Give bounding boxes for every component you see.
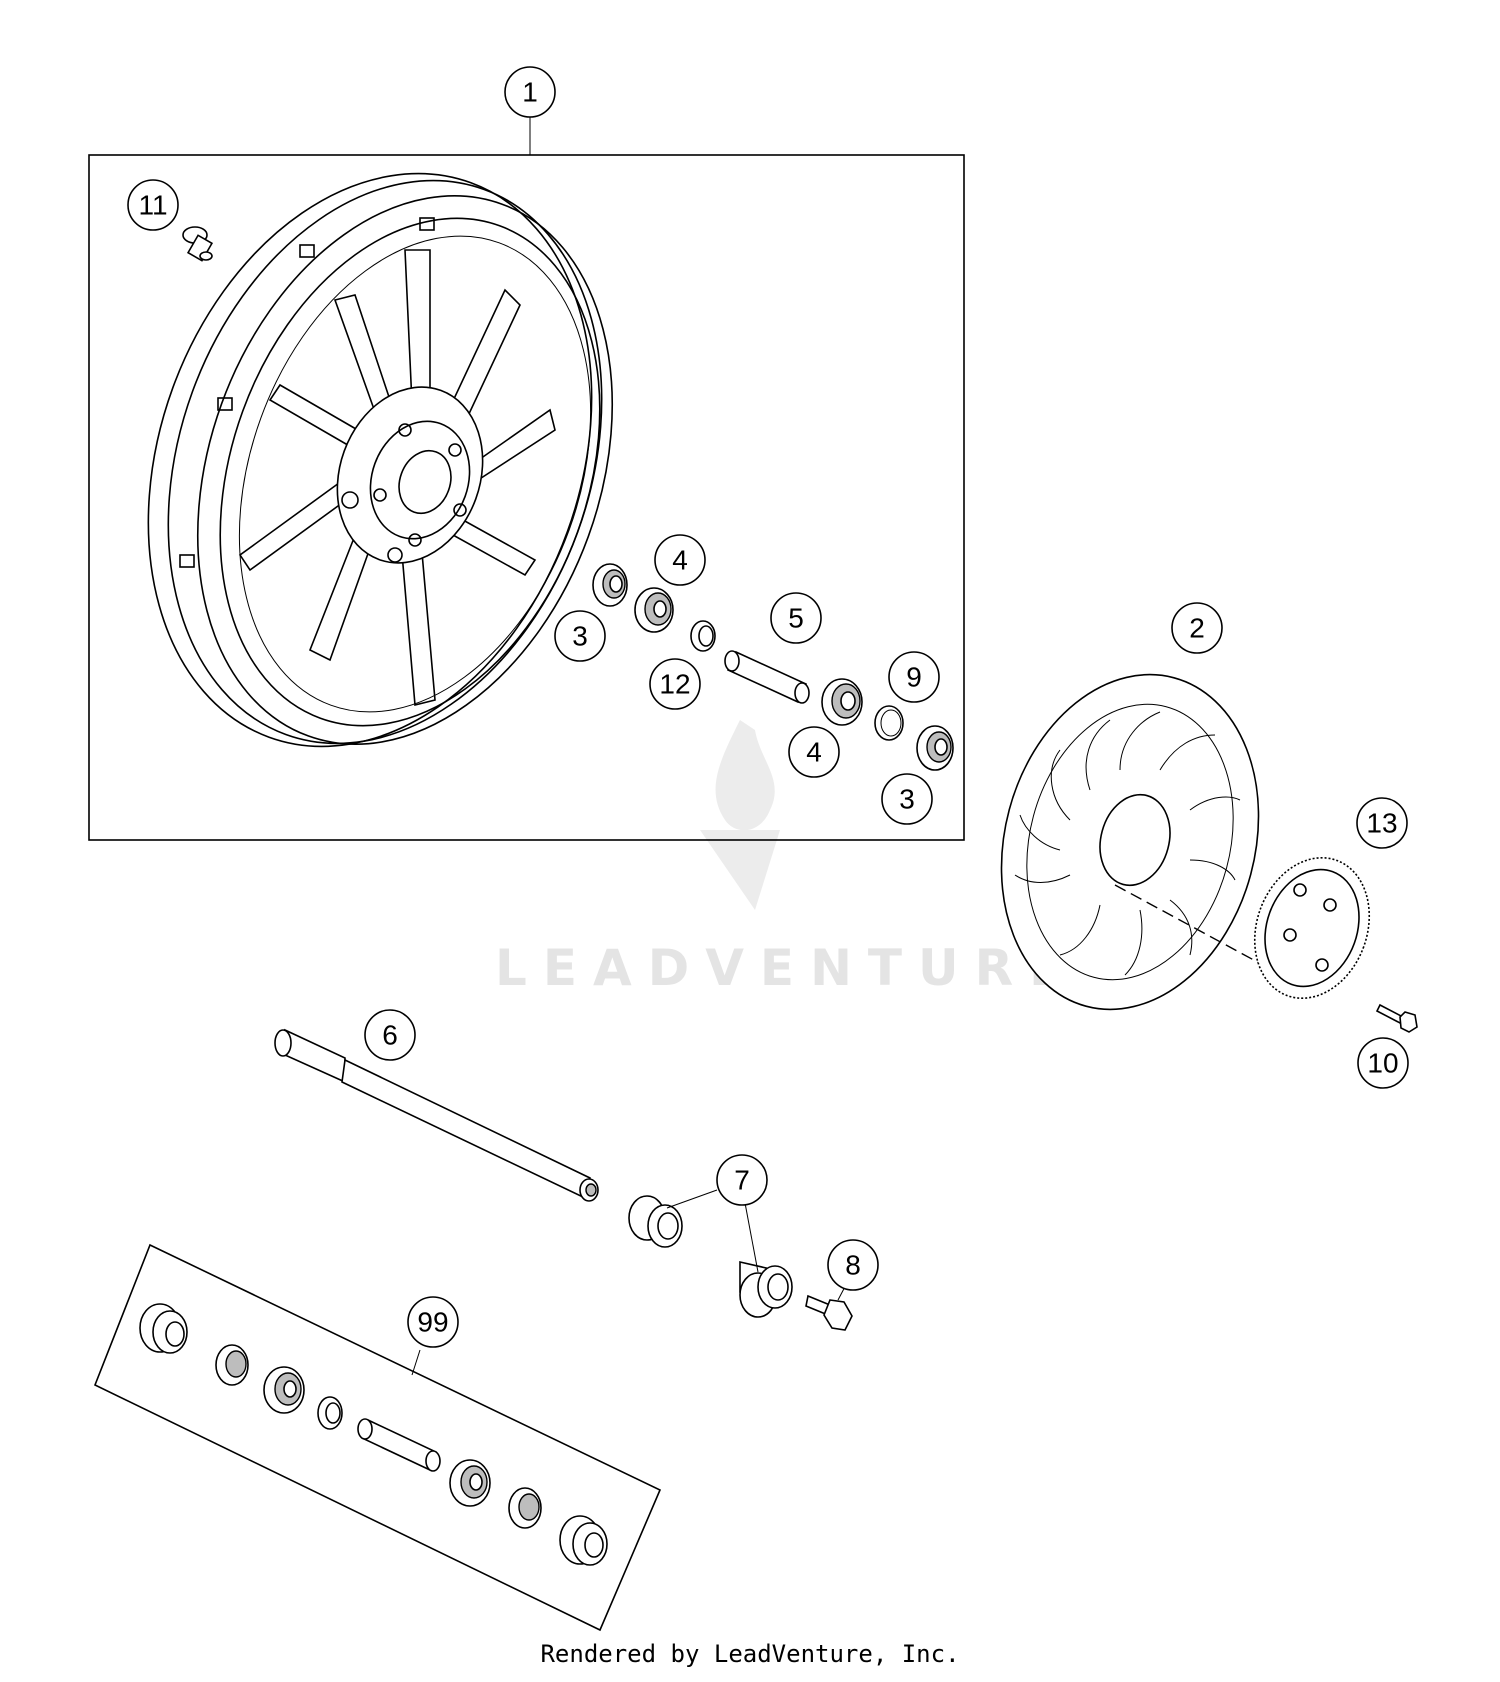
svg-text:8: 8 <box>845 1250 861 1281</box>
callout-7: 7 <box>716 1154 768 1206</box>
callout-1: 1 <box>504 66 556 118</box>
svg-text:4: 4 <box>806 737 822 768</box>
svg-text:10: 10 <box>1367 1048 1398 1079</box>
spacer-ring-drawing <box>690 620 716 652</box>
abs-ring-drawing <box>1253 856 1371 1000</box>
svg-text:13: 13 <box>1366 808 1397 839</box>
callout-4-left: 4 <box>654 534 706 586</box>
svg-text:7: 7 <box>734 1165 750 1196</box>
callout-8: 8 <box>827 1239 879 1291</box>
spacer-left-drawing <box>628 1195 683 1248</box>
svg-text:1: 1 <box>522 77 538 108</box>
wheel-drawing <box>147 172 614 748</box>
callout-5: 5 <box>770 592 822 644</box>
svg-text:6: 6 <box>382 1020 398 1051</box>
svg-text:11: 11 <box>138 190 167 221</box>
callout-11: 11 <box>127 179 179 231</box>
wheel-assembly-frame <box>88 154 965 841</box>
kit-frame <box>93 1243 662 1632</box>
svg-text:3: 3 <box>899 784 915 815</box>
callout-3-left: 3 <box>554 610 606 662</box>
svg-text:9: 9 <box>906 662 922 693</box>
svg-text:2: 2 <box>1189 613 1205 644</box>
axle-bolt-drawing <box>805 1294 853 1331</box>
callout-10: 10 <box>1357 1037 1409 1089</box>
seal-left-drawing <box>592 563 628 607</box>
svg-text:3: 3 <box>572 621 588 652</box>
callout-99: 99 <box>407 1296 459 1348</box>
valve-drawing <box>182 226 214 262</box>
axle-drawing <box>274 1028 599 1202</box>
watermark-text: LEADVENTURE <box>495 939 1079 997</box>
svg-text:99: 99 <box>417 1307 448 1338</box>
svg-text:5: 5 <box>788 603 804 634</box>
callout-12: 12 <box>649 658 701 710</box>
callout-3-right: 3 <box>881 773 933 825</box>
callout-4-right: 4 <box>788 726 840 778</box>
callout-6: 6 <box>364 1009 416 1061</box>
svg-text:12: 12 <box>659 669 690 700</box>
spacer-sleeve-drawing <box>724 650 810 704</box>
bearing-left-drawing <box>634 587 674 633</box>
seal-right-drawing <box>916 725 954 771</box>
disc-bolt-drawing <box>1375 1003 1418 1033</box>
spacer-right-drawing <box>739 1260 793 1318</box>
callout-2: 2 <box>1171 602 1223 654</box>
bearing-right-drawing <box>821 678 863 726</box>
brake-disc-drawing <box>1000 673 1260 1011</box>
render-credit: Rendered by LeadVenture, Inc. <box>540 1640 960 1668</box>
watermark: LEADVENTURE <box>495 720 1079 997</box>
circlip-drawing <box>874 705 904 741</box>
svg-text:4: 4 <box>672 545 688 576</box>
callout-9: 9 <box>888 651 940 703</box>
callout-13: 13 <box>1356 797 1408 849</box>
